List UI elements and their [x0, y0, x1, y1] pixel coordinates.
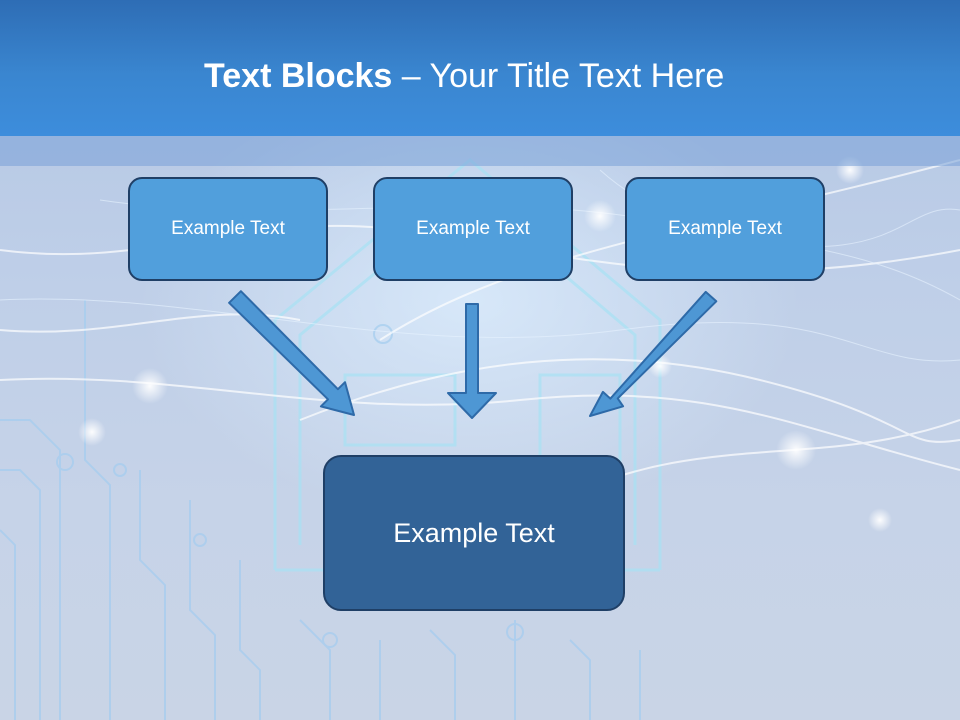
slide-title-bold: Text Blocks	[204, 57, 393, 95]
text-block-1[interactable]: Example Text	[128, 177, 328, 281]
slide-title-separator: –	[392, 57, 430, 95]
text-block-main[interactable]: Example Text	[323, 455, 625, 611]
text-block-2[interactable]: Example Text	[373, 177, 573, 281]
slide-title: Text Blocks – Your Title Text Here	[204, 54, 724, 98]
arrow-left-icon	[228, 290, 355, 416]
title-bar	[0, 0, 960, 136]
arrow-right-icon	[589, 290, 718, 417]
slide-title-rest: Your Title Text Here	[429, 57, 725, 95]
title-subband	[0, 136, 960, 166]
text-block-3[interactable]: Example Text	[625, 177, 825, 281]
arrow-middle-icon	[447, 303, 497, 419]
circuit-traces-icon	[0, 300, 641, 720]
